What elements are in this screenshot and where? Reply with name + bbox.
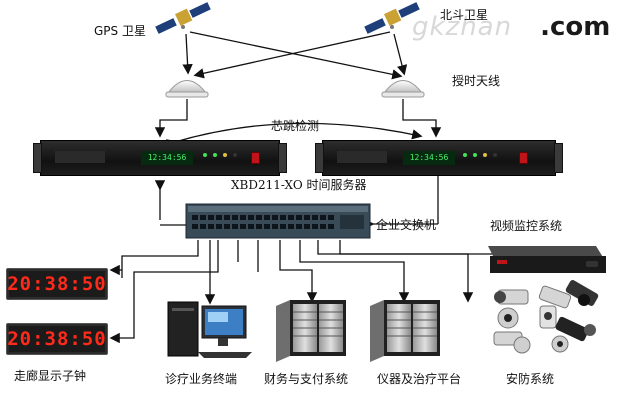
server-led-alarm bbox=[493, 153, 497, 157]
security-cameras-icon bbox=[493, 280, 599, 354]
server-led-pps bbox=[203, 153, 207, 157]
time-server-right: 12:34:56 bbox=[315, 140, 563, 176]
gps-satellite-label: GPS 卫星 bbox=[94, 24, 146, 38]
rack-ear-left bbox=[315, 143, 324, 173]
server-brand-plate bbox=[55, 151, 105, 163]
instrument-platform-icon bbox=[370, 300, 440, 362]
server-led-set bbox=[223, 153, 227, 157]
enterprise-switch-label: 企业交换机 bbox=[376, 218, 437, 232]
server-led-pps bbox=[463, 153, 467, 157]
rack-ear-right bbox=[554, 143, 563, 173]
timing-antenna-label: 授时天线 bbox=[452, 74, 501, 88]
antenna-right-icon bbox=[381, 80, 425, 98]
corridor-clock-bottom: 20:38:50 bbox=[6, 323, 108, 355]
corridor-clock-label: 走廊显示子钟 bbox=[14, 369, 87, 383]
satellite-links bbox=[182, 31, 408, 80]
network-switch-icon bbox=[185, 203, 371, 239]
time-server-label: XBD211-XO 时间服务器 bbox=[231, 178, 367, 192]
gps-satellite-icon bbox=[155, 2, 211, 34]
security-system-label: 安防系统 bbox=[506, 372, 555, 386]
beidou-satellite-label: 北斗卫星 bbox=[440, 8, 489, 22]
server-led-alarm bbox=[233, 153, 237, 157]
server-led-lock bbox=[473, 153, 477, 157]
power-switch[interactable] bbox=[251, 152, 260, 164]
watermark-dotcom: .com bbox=[540, 12, 611, 42]
watermark: gkzhan .com bbox=[412, 12, 610, 42]
time-server-left: 12:34:56 bbox=[33, 140, 287, 176]
clinic-terminal-icon bbox=[167, 301, 252, 358]
instrument-platform-label: 仪器及治疗平台 bbox=[377, 372, 462, 386]
finance-payment-label: 财务与支付系统 bbox=[264, 372, 349, 386]
finance-server-icon bbox=[276, 300, 346, 362]
server-display: 12:34:56 bbox=[403, 151, 455, 165]
corridor-clock-top: 20:38:50 bbox=[6, 268, 108, 300]
rack-ear-left bbox=[33, 143, 42, 173]
antenna-left-icon bbox=[165, 80, 209, 98]
power-switch[interactable] bbox=[519, 152, 528, 164]
server-display: 12:34:56 bbox=[141, 151, 193, 165]
switch-device-links bbox=[109, 240, 508, 344]
server-led-set bbox=[483, 153, 487, 157]
video-recorder-icon bbox=[488, 246, 606, 273]
clinic-terminal-label: 诊疗业务终端 bbox=[165, 372, 238, 386]
jump-detection-label: 芯跳检测 bbox=[271, 119, 320, 133]
server-led-lock bbox=[213, 153, 217, 157]
beidou-satellite-icon bbox=[364, 2, 420, 34]
server-brand-plate bbox=[337, 151, 387, 163]
rack-ear-right bbox=[278, 143, 287, 173]
watermark-letters: gkzhan bbox=[412, 12, 513, 42]
antenna-connectors bbox=[154, 99, 442, 150]
video-surveillance-label: 视频监控系统 bbox=[490, 219, 563, 233]
